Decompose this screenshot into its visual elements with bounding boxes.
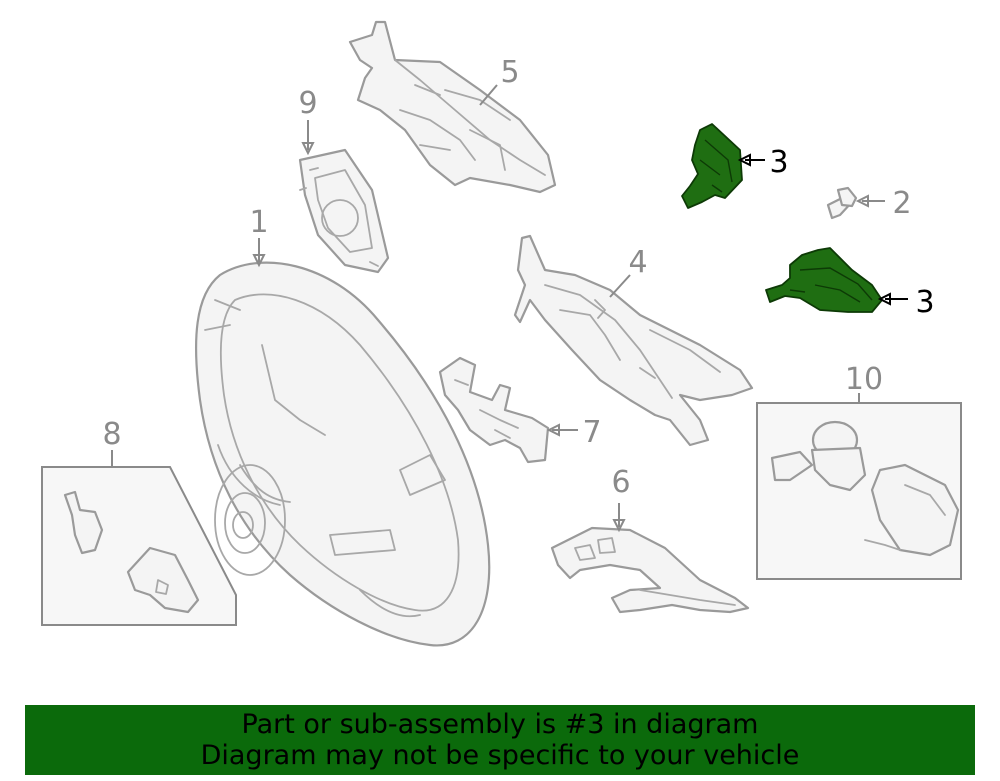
part-3-switch-upper[interactable] [681, 123, 743, 209]
part-8-subassembly-box[interactable] [41, 466, 237, 626]
callout-4: 4 [628, 245, 647, 280]
callout-2: 2 [892, 186, 911, 221]
info-banner: Part or sub-assembly is #3 in diagram Di… [25, 705, 975, 775]
callout-6: 6 [611, 465, 630, 500]
part-9-bracket[interactable] [298, 148, 390, 274]
part-1-steering-wheel[interactable] [194, 261, 491, 647]
callout-1: 1 [249, 205, 268, 240]
callout-9: 9 [298, 86, 317, 121]
part-10-subassembly-box[interactable] [756, 402, 962, 580]
part-3-switch-lower[interactable] [765, 247, 883, 313]
parts-diagram: 1 2 3 3 4 5 6 7 8 9 10 [41, 20, 962, 647]
callout-3-upper: 3 [769, 145, 788, 180]
callout-labels: 1 2 3 3 4 5 6 7 8 9 10 [102, 55, 934, 500]
part-2-screw[interactable] [826, 186, 858, 220]
callout-10: 10 [845, 362, 883, 397]
banner-line-1: Part or sub-assembly is #3 in diagram [241, 709, 759, 740]
part-5-upper-cover[interactable] [348, 20, 557, 194]
banner-line-2: Diagram may not be specific to your vehi… [200, 740, 800, 771]
part-7-bracket[interactable] [438, 356, 550, 464]
callout-5: 5 [500, 55, 519, 90]
callout-8: 8 [102, 417, 121, 452]
part-4-lower-cover[interactable] [513, 234, 754, 447]
callout-7: 7 [582, 415, 601, 450]
leader-lines [111, 84, 908, 533]
callout-3-lower: 3 [915, 285, 934, 320]
part-6-lower-trim[interactable] [550, 526, 750, 614]
